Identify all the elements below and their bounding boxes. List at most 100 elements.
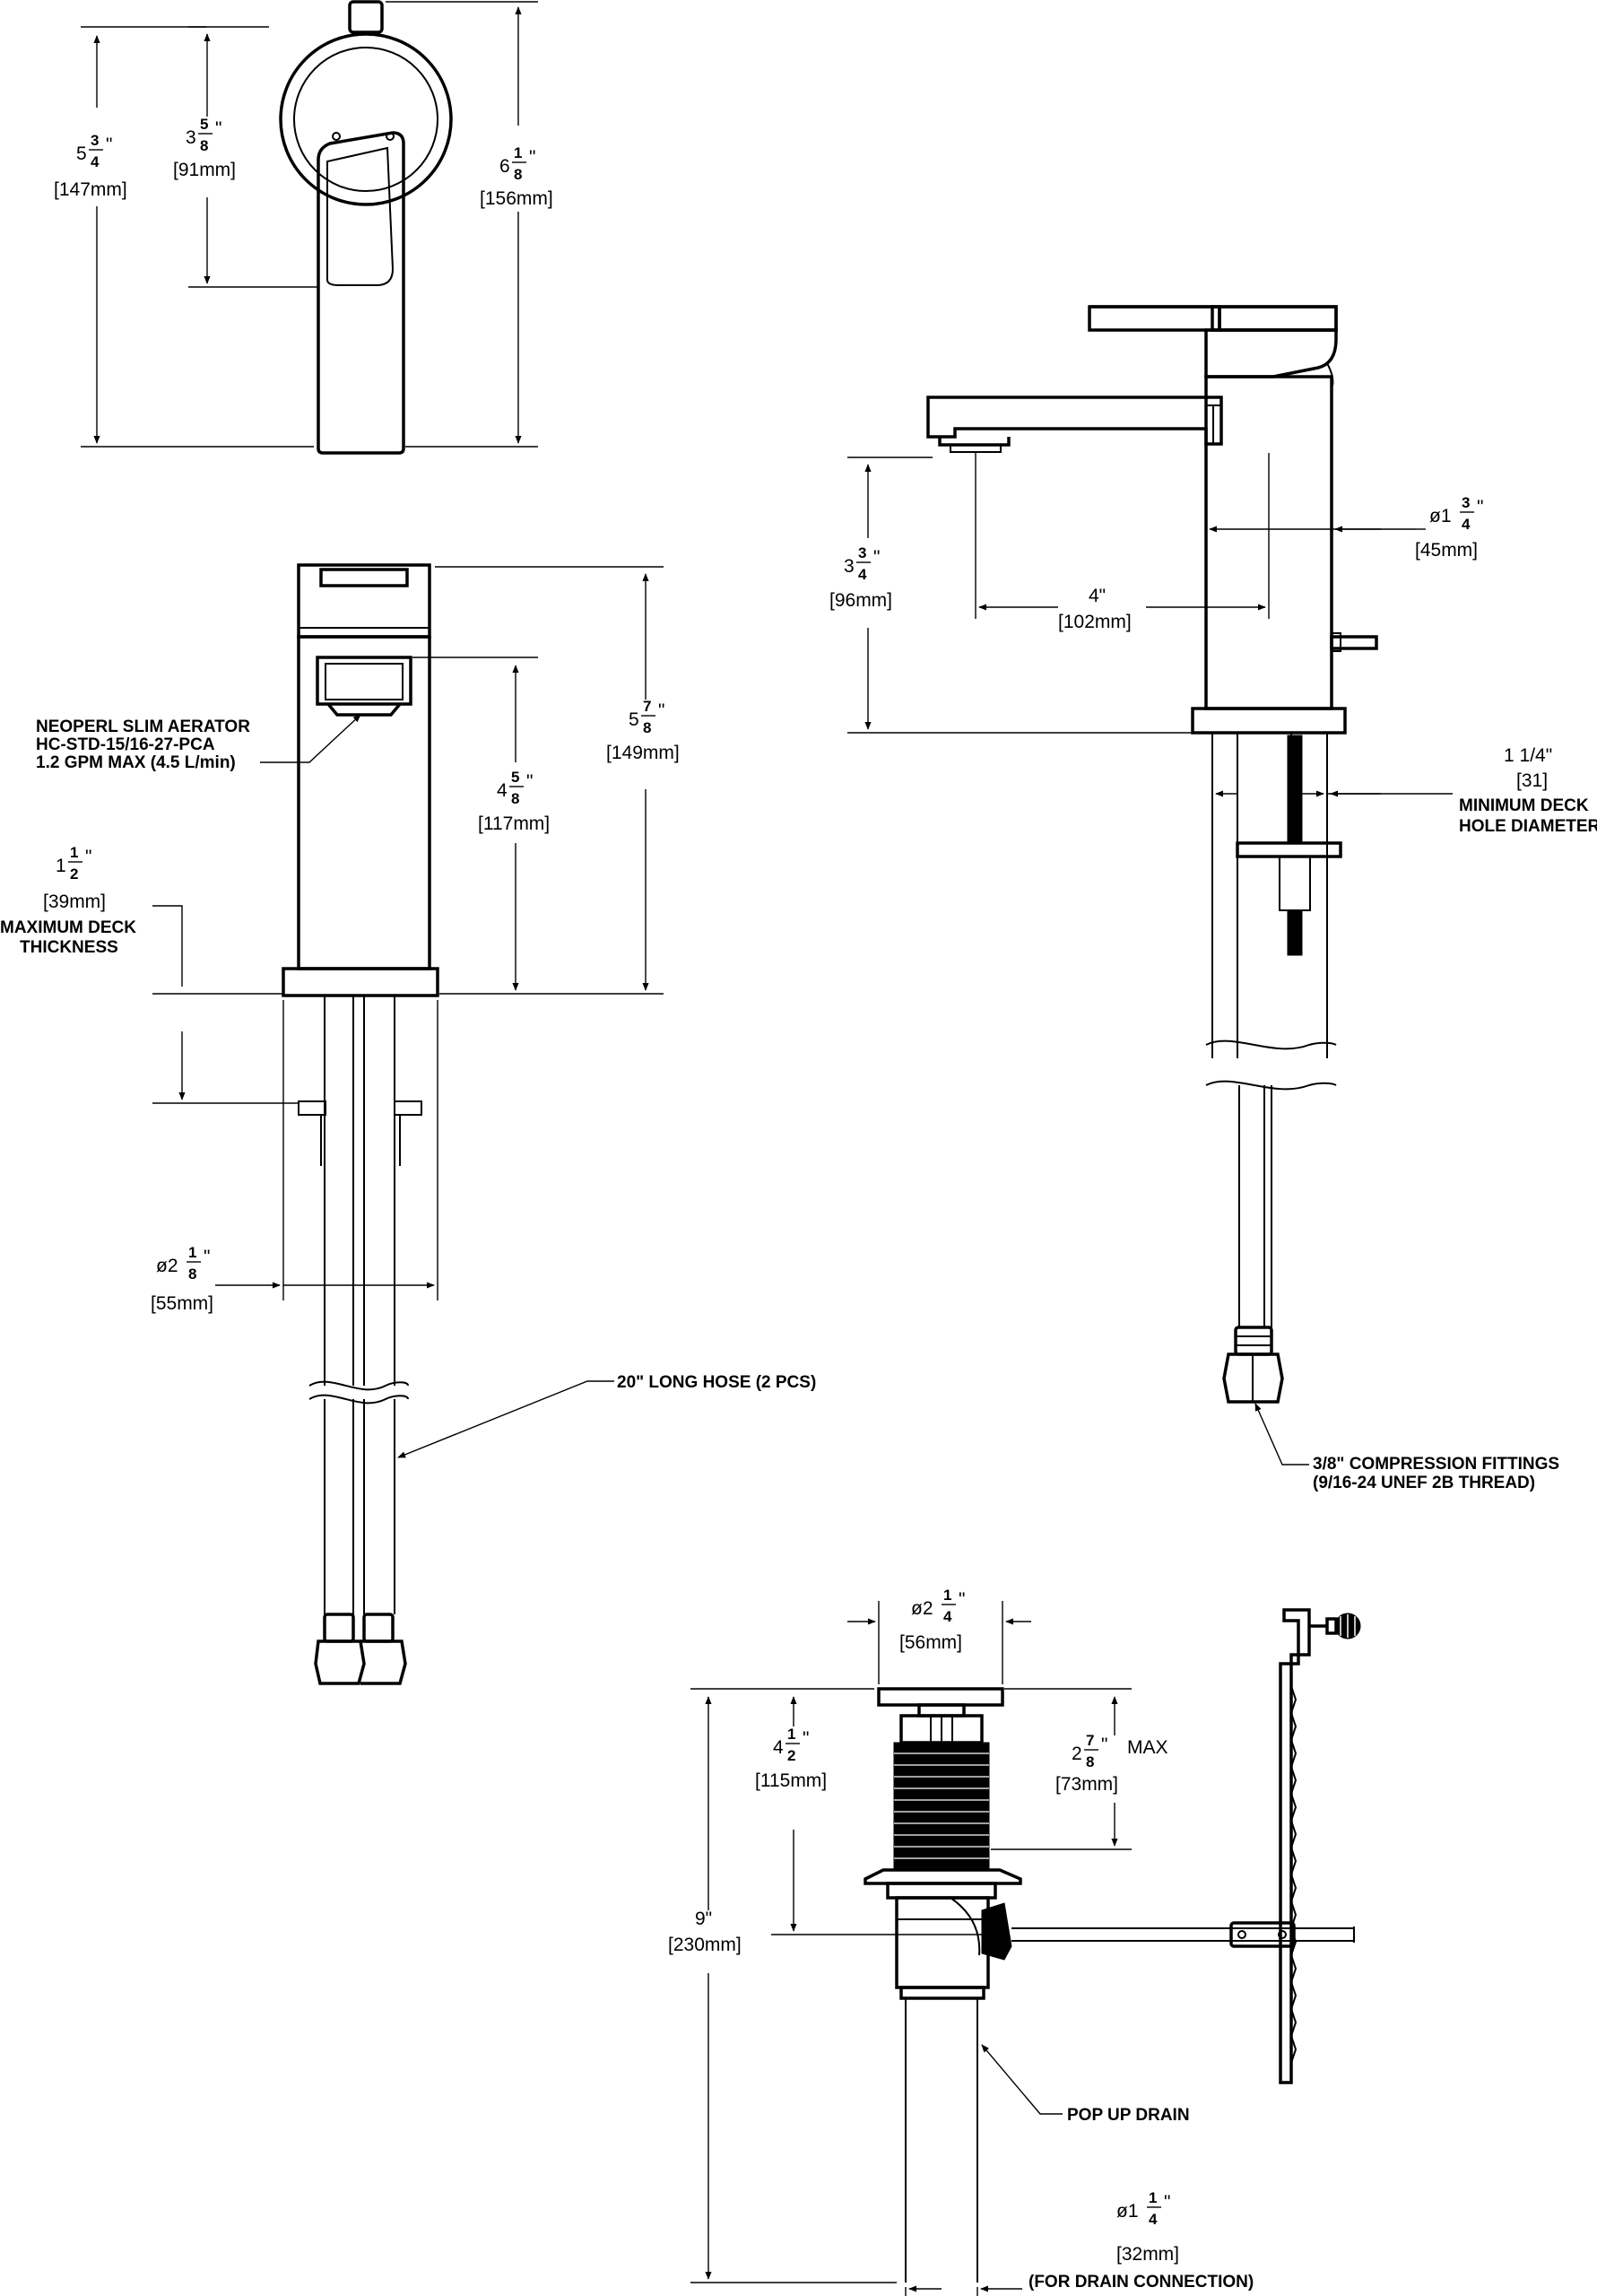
svg-text:POP UP DRAIN: POP UP DRAIN xyxy=(1067,2106,1190,2125)
svg-text:1: 1 xyxy=(56,856,66,876)
svg-text:": " xyxy=(204,1247,210,1267)
svg-text:5: 5 xyxy=(629,709,639,730)
svg-text:1: 1 xyxy=(514,144,522,161)
svg-text:ø2: ø2 xyxy=(156,1256,178,1276)
svg-text:8: 8 xyxy=(1086,1753,1094,1770)
svg-text:": " xyxy=(106,135,112,155)
svg-text:MAXIMUM DECK: MAXIMUM DECK xyxy=(0,918,136,937)
dim-deck-thickness: 1 1 2 " [39mm] MAXIMUM DECK THICKNESS xyxy=(0,844,136,957)
svg-text:": " xyxy=(526,771,533,792)
svg-text:4: 4 xyxy=(497,780,508,801)
svg-text:[102mm]: [102mm] xyxy=(1058,612,1132,632)
svg-text:[39mm]: [39mm] xyxy=(43,891,106,912)
pop-up-drain-note: POP UP DRAIN xyxy=(981,2044,1190,2125)
dim-tail-diameter: ø1 1 4 " [32mm] (FOR DRAIN CONNECTION) xyxy=(1029,2189,1254,2292)
svg-text:": " xyxy=(873,547,880,568)
dim-handle-lever-height: 3 5 8 " [91mm] xyxy=(173,116,236,180)
svg-text:1: 1 xyxy=(787,1726,795,1743)
svg-text:NEOPERL SLIM AERATOR: NEOPERL SLIM AERATOR xyxy=(36,718,250,736)
svg-text:[32mm]: [32mm] xyxy=(1116,2244,1179,2265)
dim-deck-hole: 1 1/4" [31] MINIMUM DECK HOLE DIAMETER xyxy=(1459,745,1597,836)
svg-text:5: 5 xyxy=(511,769,519,786)
svg-text:[91mm]: [91mm] xyxy=(173,160,236,180)
svg-text:3: 3 xyxy=(858,544,866,561)
svg-text:4": 4" xyxy=(1089,586,1106,606)
aerator-note: NEOPERL SLIM AERATOR HC-STD-15/16-27-PCA… xyxy=(36,714,361,772)
svg-text:HC-STD-15/16-27-PCA: HC-STD-15/16-27-PCA xyxy=(36,735,215,754)
svg-text:8: 8 xyxy=(200,137,208,154)
svg-text:[147mm]: [147mm] xyxy=(54,179,127,200)
svg-text:[31]: [31] xyxy=(1516,770,1548,791)
dim-drain-overall: 9" [230mm] xyxy=(668,1909,742,1955)
svg-text:7: 7 xyxy=(643,698,651,715)
svg-text:(9/16-24 UNEF 2B THREAD): (9/16-24 UNEF 2B THREAD) xyxy=(1313,1474,1535,1492)
svg-text:4: 4 xyxy=(1462,516,1471,533)
svg-text:[96mm]: [96mm] xyxy=(829,590,892,611)
drain-view: ø2 1 4 " [56mm] 2 7 8 " MAX [73mm] 4 1 xyxy=(668,1587,1361,2296)
svg-text:": " xyxy=(85,847,91,867)
svg-text:5: 5 xyxy=(76,144,87,164)
svg-text:4: 4 xyxy=(773,1737,784,1758)
svg-text:1: 1 xyxy=(70,844,78,861)
side-view: 3 3 4 " [96mm] 4" [102mm] ø1 3 4 " [45mm… xyxy=(829,305,1597,1492)
svg-text:[56mm]: [56mm] xyxy=(899,1632,962,1653)
svg-text:HOLE DIAMETER: HOLE DIAMETER xyxy=(1459,817,1597,836)
dim-body-height: 5 7 8 " [149mm] xyxy=(606,698,680,763)
svg-text:5: 5 xyxy=(200,116,208,133)
dim-handle-total-height: 6 1 8 " [156mm] xyxy=(480,144,553,209)
svg-text:8: 8 xyxy=(511,790,519,807)
svg-text:2: 2 xyxy=(1072,1744,1082,1764)
svg-text:[230mm]: [230mm] xyxy=(668,1935,742,1955)
svg-text:": " xyxy=(529,147,535,168)
svg-text:": " xyxy=(1101,1735,1107,1755)
svg-text:1: 1 xyxy=(943,1587,951,1604)
svg-text:[156mm]: [156mm] xyxy=(480,188,553,209)
svg-text:8: 8 xyxy=(643,719,651,736)
dim-spout-clearance: 3 3 4 " [96mm] xyxy=(829,544,892,611)
svg-text:": " xyxy=(1477,497,1483,517)
fitting-note: 3/8" COMPRESSION FITTINGS (9/16-24 UNEF … xyxy=(1254,1403,1559,1492)
svg-text:20" LONG HOSE (2 PCS): 20" LONG HOSE (2 PCS) xyxy=(617,1373,816,1392)
svg-text:2: 2 xyxy=(70,865,78,883)
svg-text:4: 4 xyxy=(858,566,867,583)
svg-text:3: 3 xyxy=(91,132,99,149)
svg-text:ø2: ø2 xyxy=(911,1598,933,1619)
svg-text:7: 7 xyxy=(1086,1732,1094,1749)
svg-text:1.2 GPM MAX (4.5 L/min): 1.2 GPM MAX (4.5 L/min) xyxy=(36,753,236,772)
svg-text:": " xyxy=(215,118,221,139)
svg-text:[73mm]: [73mm] xyxy=(1055,1774,1118,1795)
svg-text:ø1: ø1 xyxy=(1116,2201,1139,2222)
svg-text:": " xyxy=(1164,2192,1170,2213)
svg-text:": " xyxy=(658,700,664,721)
dim-body-diameter: ø1 3 4 " [45mm] xyxy=(1415,494,1483,561)
front-handle-view: 5 3 4 " [147mm] 3 5 8 " [91mm] 6 1 xyxy=(54,0,553,455)
svg-text:3: 3 xyxy=(186,127,196,148)
svg-text:1 1/4": 1 1/4" xyxy=(1504,745,1552,766)
hose-note: 20" LONG HOSE (2 PCS) xyxy=(397,1373,816,1458)
svg-text:6: 6 xyxy=(499,156,510,177)
svg-text:8: 8 xyxy=(188,1265,196,1283)
dim-handle-overall-height: 5 3 4 " [147mm] xyxy=(54,132,127,200)
svg-text:[55mm]: [55mm] xyxy=(151,1293,213,1314)
svg-text:": " xyxy=(803,1728,809,1749)
svg-text:1: 1 xyxy=(188,1244,196,1261)
front-body-view: NEOPERL SLIM AERATOR HC-STD-15/16-27-PCA… xyxy=(0,563,816,1685)
dim-base-diameter: ø2 1 8 " [55mm] xyxy=(151,1244,213,1314)
svg-text:4: 4 xyxy=(1149,2211,1158,2228)
svg-text:9": 9" xyxy=(695,1909,712,1929)
svg-text:3: 3 xyxy=(1462,494,1470,511)
svg-text:3/8" COMPRESSION FITTINGS: 3/8" COMPRESSION FITTINGS xyxy=(1313,1455,1559,1474)
svg-text:MAX: MAX xyxy=(1127,1737,1168,1758)
dim-flange-diameter: ø2 1 4 " [56mm] xyxy=(899,1587,965,1653)
svg-text:MINIMUM DECK: MINIMUM DECK xyxy=(1459,796,1589,815)
svg-text:4: 4 xyxy=(91,153,100,170)
dim-spout-height: 4 5 8 " [117mm] xyxy=(478,769,550,834)
svg-text:[149mm]: [149mm] xyxy=(606,743,680,763)
svg-text:THICKNESS: THICKNESS xyxy=(20,938,118,957)
dim-max-thickness: 2 7 8 " MAX [73mm] xyxy=(1055,1732,1168,1795)
dim-to-rod: 4 1 2 " [115mm] xyxy=(755,1726,827,1791)
svg-text:": " xyxy=(959,1589,965,1610)
svg-text:4: 4 xyxy=(943,1608,952,1625)
svg-text:8: 8 xyxy=(514,166,522,183)
